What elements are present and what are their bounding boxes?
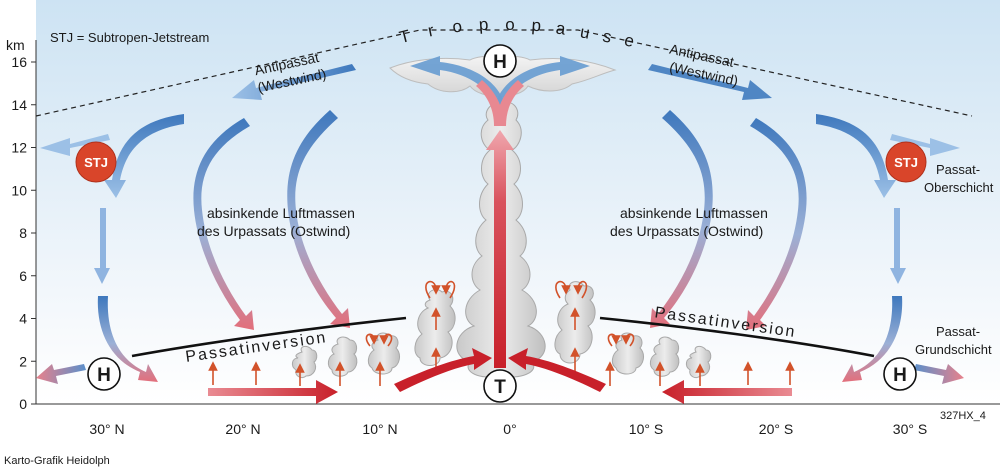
tropopause-line <box>35 29 973 117</box>
passat-grundschicht-1: Passat- <box>936 324 980 339</box>
x-axis: 30° N 20° N 10° N 0° 10° S 20° S 30° S <box>36 403 1000 437</box>
figure-code: 327HX_4 <box>940 410 986 422</box>
stj-marker-left: STJ <box>75 141 117 183</box>
trade-wind-arrow-left <box>208 380 338 404</box>
passat-grundschicht-2: Grundschicht <box>915 342 992 357</box>
tropopause-letter: T <box>397 26 412 47</box>
trade-wind-arrow-right <box>662 380 792 404</box>
svg-text:STJ: STJ <box>84 155 108 170</box>
outflow-arrow-left <box>410 56 506 110</box>
inversion-line-left <box>131 316 407 358</box>
stj-legend: STJ = Subtropen-Jetstream <box>50 30 209 45</box>
high-pressure-right: H <box>883 357 917 391</box>
x-tick-label: 30° S <box>893 421 927 437</box>
outflow-stem-left <box>476 80 504 126</box>
y-axis-unit: km <box>6 37 25 53</box>
svg-text:T: T <box>494 377 506 398</box>
y-tick-label: 4 <box>19 311 27 327</box>
low-pressure-center: T <box>483 369 517 403</box>
tropopause-letter: u <box>579 22 592 42</box>
sinking-label-right-1: absinkende Luftmassen <box>620 205 768 221</box>
outflow-arrow-right <box>494 56 590 110</box>
descending-arrows-left <box>94 110 350 382</box>
svg-text:STJ: STJ <box>894 155 918 170</box>
y-tick-label: 14 <box>11 97 27 113</box>
y-tick-label: 0 <box>19 396 27 412</box>
svg-text:H: H <box>893 365 907 386</box>
inversion-line-right <box>599 316 875 358</box>
tropopause-letter: p <box>531 16 542 36</box>
tropopause-letter: s <box>601 26 613 46</box>
tropopause-letter: p <box>478 15 489 35</box>
x-tick-label: 10° S <box>629 421 663 437</box>
y-tick-label: 6 <box>19 268 27 284</box>
sinking-label-left-2: des Urpassats (Ostwind) <box>197 223 350 239</box>
outflow-stem-right <box>496 80 524 126</box>
y-tick-label: 2 <box>19 353 27 369</box>
credit-label: Karto-Grafik Heidolph <box>4 455 110 467</box>
y-tick-label: 12 <box>11 140 27 156</box>
sinking-label-left-1: absinkende Luftmassen <box>207 205 355 221</box>
tropopause-letter: e <box>622 30 636 51</box>
ground-band <box>0 404 1000 468</box>
x-tick-label: 30° N <box>89 421 124 437</box>
x-tick-label: 20° S <box>759 421 793 437</box>
antipassat-arrow-left <box>232 64 356 100</box>
x-tick-label: 0° <box>503 421 516 437</box>
passat-oberschicht-2: Oberschicht <box>924 180 994 195</box>
surface-outflow-arrow-right <box>914 364 964 384</box>
sinking-label-right-2: des Urpassats (Ostwind) <box>610 223 763 239</box>
convergence-arrow-left <box>394 348 492 392</box>
x-tick-label: 20° N <box>225 421 260 437</box>
antipassat-arrow-right <box>648 64 772 100</box>
svg-text:H: H <box>97 365 111 386</box>
stj-marker-right: STJ <box>885 141 927 183</box>
surface-outflow-arrow-left <box>36 364 86 384</box>
convection-arrows <box>208 280 795 386</box>
y-tick-label: 10 <box>11 182 27 198</box>
passat-oberschicht-1: Passat- <box>936 162 980 177</box>
stj-outflow-arrow-left <box>40 134 110 156</box>
high-pressure-top: H <box>483 44 517 78</box>
y-tick-label: 16 <box>11 54 27 70</box>
descending-arrows-right <box>650 110 906 382</box>
tropopause-letter: r <box>426 21 436 41</box>
convergence-arrow-right <box>508 348 606 392</box>
stj-outflow-arrow-right <box>890 134 960 156</box>
tropopause-letter: o <box>505 15 514 34</box>
y-tick-label: 8 <box>19 225 27 241</box>
rising-air-arrow <box>486 130 514 368</box>
y-axis: km 16 14 12 10 8 6 4 2 0 <box>6 37 37 412</box>
svg-text:H: H <box>493 52 507 73</box>
tropopause-letter: a <box>555 18 568 38</box>
tropopause-letter: o <box>451 16 463 36</box>
high-pressure-left: H <box>87 357 121 391</box>
x-tick-label: 10° N <box>362 421 397 437</box>
